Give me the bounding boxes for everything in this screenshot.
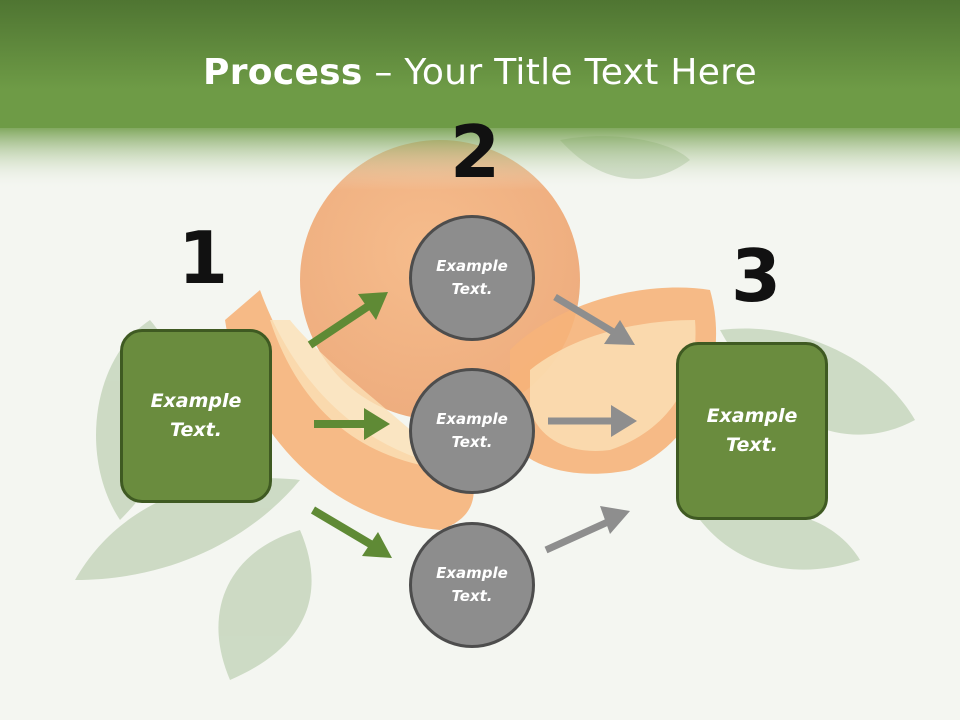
right-step-box: Example Text. bbox=[676, 342, 828, 520]
middle-circle-middle-text: Example Text. bbox=[436, 410, 508, 451]
step-number-1: 1 bbox=[178, 216, 229, 300]
left-step-box: Example Text. bbox=[120, 329, 272, 503]
left-step-box-text: Example Text. bbox=[150, 390, 242, 441]
middle-circle-bottom: Example Text. bbox=[409, 522, 535, 648]
right-step-box-text: Example Text. bbox=[706, 405, 798, 456]
step-number-2: 2 bbox=[450, 110, 501, 194]
middle-circle-middle: Example Text. bbox=[409, 368, 535, 494]
step-number-3: 3 bbox=[731, 234, 782, 318]
middle-circle-top: Example Text. bbox=[409, 215, 535, 341]
title-rest: – Your Title Text Here bbox=[362, 52, 757, 93]
middle-circle-top-text: Example Text. bbox=[436, 257, 508, 298]
slide-title: Process – Your Title Text Here bbox=[0, 52, 960, 93]
title-bold: Process bbox=[203, 52, 363, 93]
middle-circle-bottom-text: Example Text. bbox=[436, 564, 508, 605]
